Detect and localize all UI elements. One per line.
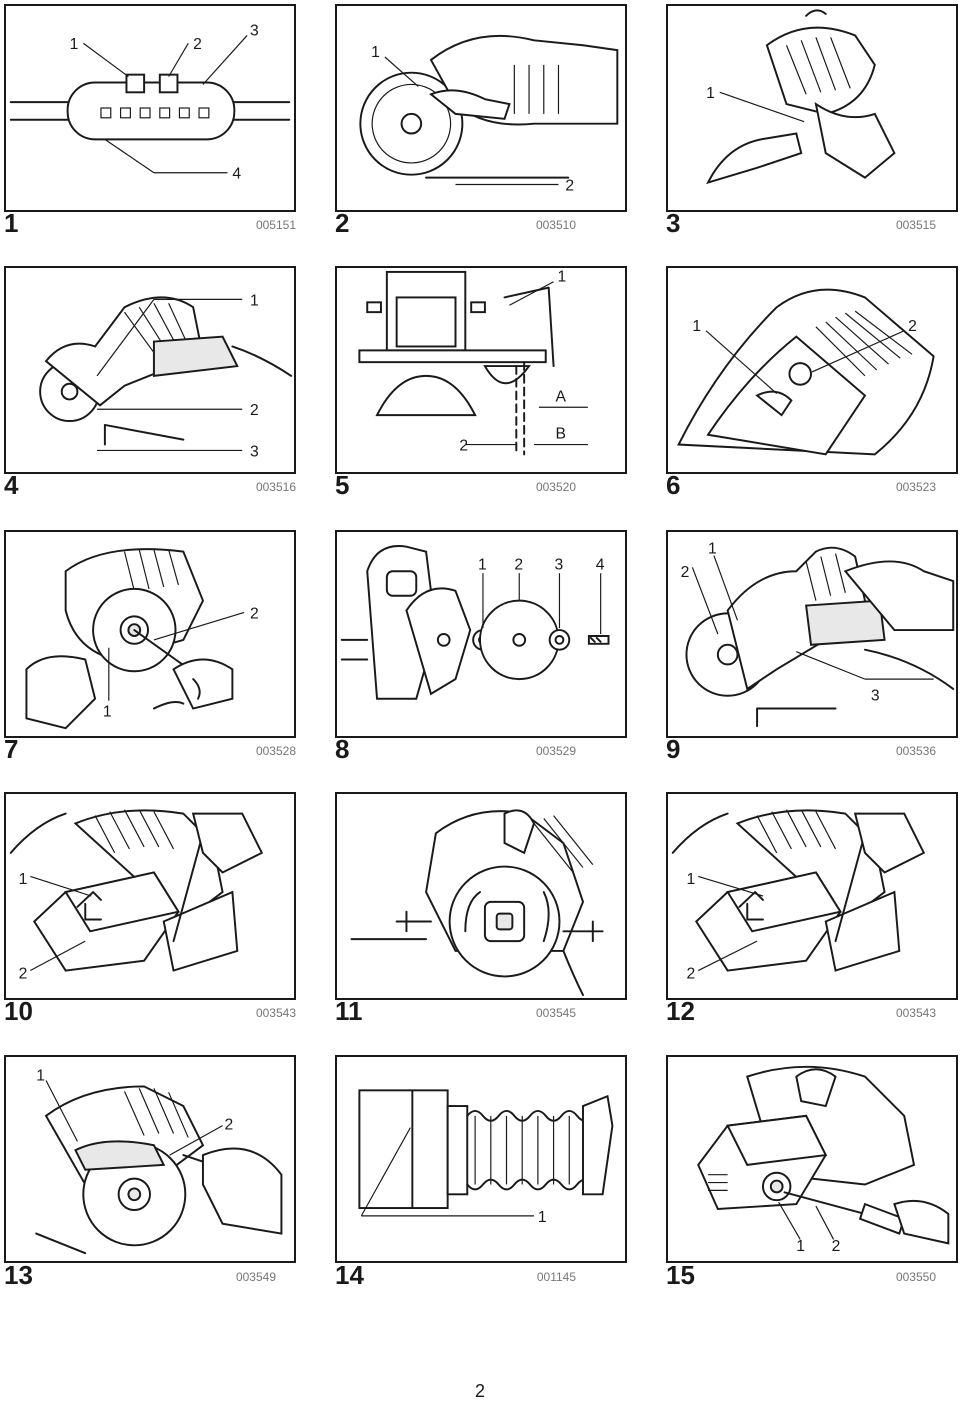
callout: 1 — [706, 85, 715, 102]
figure-code: 003543 — [255, 1006, 296, 1020]
callout: 1 — [250, 292, 259, 309]
figure-code: 003549 — [235, 1270, 276, 1284]
figure-code: 003543 — [895, 1006, 936, 1020]
callout: 1 — [103, 703, 112, 720]
brush-holder-illustration: 1 2 — [35, 1068, 283, 1255]
figure-number: 9 — [666, 734, 681, 764]
callout: 3 — [555, 556, 564, 573]
carbon-brush-illustration: 1 — [358, 1089, 614, 1226]
figure-3-illustration: 1 — [666, 4, 958, 212]
callout: 2 — [686, 965, 695, 982]
figure-number: 7 — [4, 734, 19, 764]
callout: B — [556, 426, 566, 443]
figure-code: 003510 — [535, 218, 576, 232]
callout: 1 — [19, 871, 28, 888]
figure-code: 003515 — [895, 218, 936, 232]
figure-code: 001145 — [536, 1270, 576, 1284]
figure-number: 10 — [4, 996, 33, 1026]
cutting-front-illustration — [350, 809, 604, 997]
callout: 1 — [70, 36, 79, 53]
wheel-removal-illustration: 2 1 — [25, 548, 259, 730]
figure-14-illustration: 1 — [335, 1055, 627, 1263]
brush-cap-illustration: 1 2 — [677, 288, 935, 456]
figure-number: 12 — [666, 996, 695, 1026]
figure-13-illustration: 1 2 — [4, 1055, 296, 1263]
figure-code: 003523 — [895, 480, 936, 494]
figure-number: 4 — [4, 470, 19, 500]
tool-handle-illustration: 1 — [706, 9, 896, 185]
figure-code: 003520 — [535, 480, 576, 494]
callout: 1 — [708, 541, 717, 558]
page-number: 2 — [474, 1381, 485, 1401]
figure-11-illustration — [335, 792, 627, 1000]
figure-number: 2 — [335, 208, 350, 238]
base-adjustment-illustration: 1 2 A B — [358, 269, 588, 456]
depth-adjust-illustration: 1 2 3 — [681, 541, 955, 728]
figure-number: 13 — [4, 1260, 33, 1290]
figure-code: 005151 — [255, 218, 296, 232]
figure-code: 003550 — [895, 1270, 936, 1284]
figure-number: 3 — [666, 208, 681, 238]
cutter-side-illustration: 1 2 3 — [39, 292, 293, 460]
figure-number: 15 — [666, 1260, 695, 1290]
figure-9-illustration: 1 2 3 — [666, 530, 958, 738]
figure-code: 003516 — [255, 480, 296, 494]
callout: 2 — [225, 1117, 234, 1134]
callout: 2 — [832, 1238, 841, 1255]
callout: 3 — [250, 443, 259, 460]
figure-number: 6 — [666, 470, 681, 500]
figure-15-illustration: 1 2 — [666, 1055, 958, 1263]
figure-code: 003529 — [535, 744, 576, 758]
wheel-parts-illustration: 1 2 3 4 — [340, 545, 610, 700]
callout: 3 — [871, 688, 880, 705]
figure-number: 14 — [335, 1260, 364, 1290]
figure-6-illustration: 1 2 — [666, 266, 958, 474]
callout: 1 — [36, 1068, 45, 1085]
callout: 2 — [250, 605, 259, 622]
callout: 1 — [686, 871, 695, 888]
figure-code: 003545 — [535, 1006, 576, 1020]
figure-7-illustration: 2 1 — [4, 530, 296, 738]
figure-number: 8 — [335, 734, 350, 764]
callout: 2 — [681, 564, 690, 581]
callout: A — [556, 388, 567, 405]
callout: 1 — [478, 556, 487, 573]
callout: 2 — [250, 402, 259, 419]
figure-10-illustration: 1 2 — [4, 792, 296, 1000]
figure-4-illustration: 1 2 3 — [4, 266, 296, 474]
figure-1-illustration: 1 2 3 4 — [4, 4, 296, 212]
callout: 1 — [558, 269, 567, 286]
figure-number: 5 — [335, 470, 350, 500]
callout: 1 — [371, 44, 380, 61]
figure-12-illustration: 1 2 — [666, 792, 958, 1000]
callout: 2 — [459, 437, 468, 454]
callout: 2 — [514, 556, 523, 573]
callout: 4 — [596, 556, 605, 573]
figure-5-illustration: 1 2 A B — [335, 266, 627, 474]
figure-number: 11 — [335, 996, 363, 1026]
callout: 2 — [193, 36, 202, 53]
callout: 2 — [565, 177, 574, 194]
callout: 2 — [908, 318, 917, 335]
figure-code: 003528 — [255, 744, 296, 758]
callout: 1 — [796, 1238, 805, 1255]
motor-housing-illustration: 1 2 — [671, 809, 926, 982]
brush-cap-rear-illustration: 1 2 — [697, 1065, 950, 1255]
callout: 1 — [692, 318, 701, 335]
blade-cover-illustration: 1 2 — [359, 34, 619, 194]
switch-illustration: 1 2 3 4 — [9, 22, 291, 183]
figure-code: 003536 — [895, 744, 936, 758]
motor-housing-illustration: 1 2 — [9, 809, 264, 982]
callout: 3 — [250, 22, 259, 39]
figure-number: 1 — [4, 208, 19, 238]
figure-8-illustration: 1 2 3 4 — [335, 530, 627, 738]
figure-2-illustration: 1 2 — [335, 4, 627, 212]
callout: 1 — [538, 1209, 547, 1226]
callout: 4 — [232, 166, 241, 183]
callout: 2 — [19, 965, 28, 982]
